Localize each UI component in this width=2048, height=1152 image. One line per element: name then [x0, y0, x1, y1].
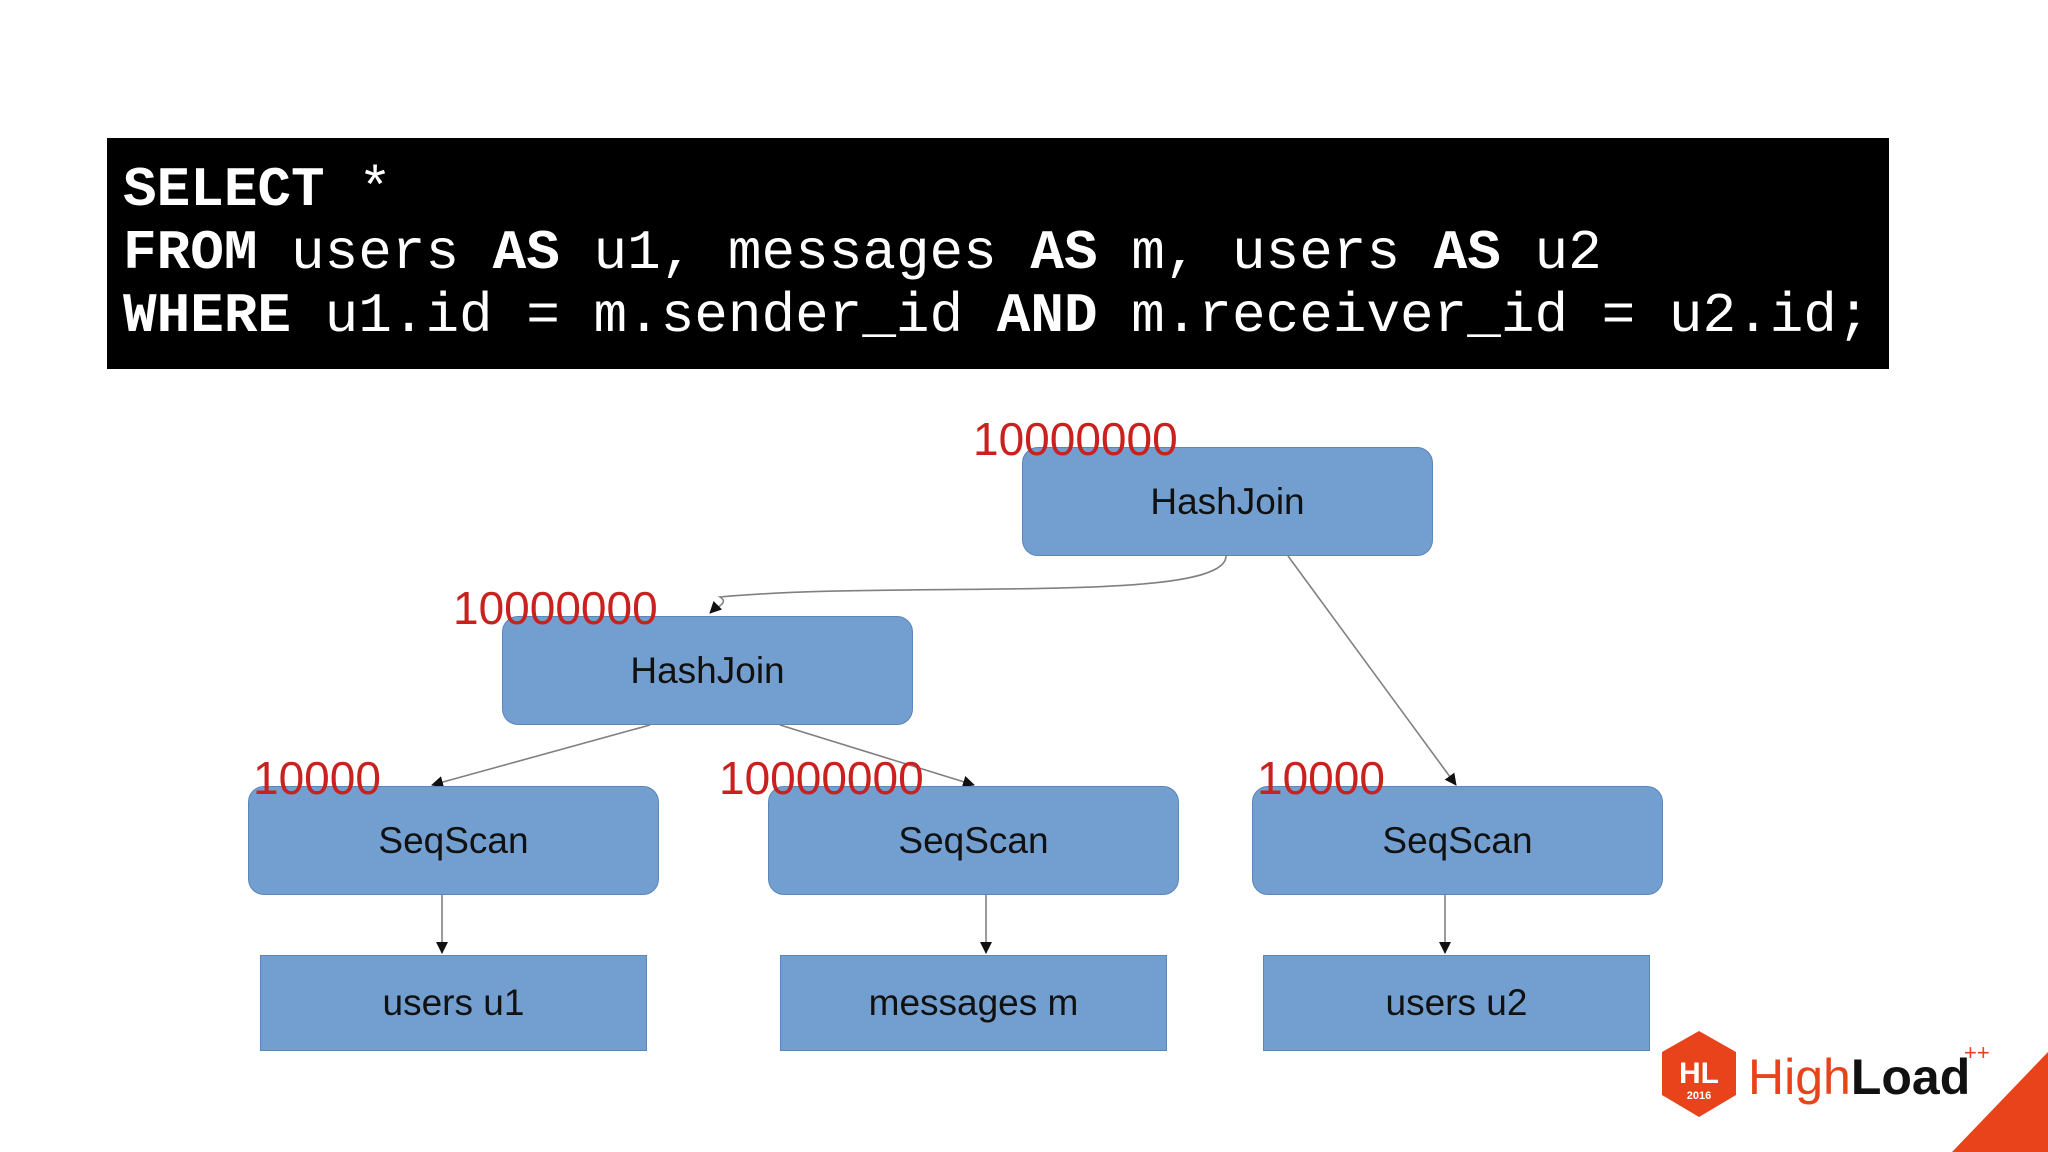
sql-line-2: FROM users AS u1, messages AS m, users A… — [123, 221, 1602, 285]
edge-inner-to-seqscan-u1 — [431, 724, 651, 788]
logo-wordmark: HighLoad — [1748, 1049, 1970, 1105]
seqscan-u1-count: 10000 — [253, 752, 381, 804]
sql-line-3: WHERE u1.id = m.sender_id AND m.receiver… — [123, 284, 1871, 348]
seqscan-m-count: 10000000 — [719, 752, 924, 804]
logo-hexagon-icon — [1662, 1031, 1736, 1117]
sql-code-block: SELECT * FROM users AS u1, messages AS m… — [107, 138, 1889, 369]
table-messages-m: messages m — [780, 955, 1167, 1051]
seqscan-u2-node: SeqScan — [1252, 786, 1663, 895]
logo-badge-text: HL — [1679, 1057, 1719, 1090]
root-hashjoin-node: HashJoin — [1022, 447, 1433, 556]
inner-hashjoin-count: 10000000 — [453, 582, 658, 634]
root-hashjoin-count: 10000000 — [973, 413, 1178, 465]
logo-name-bold: Load — [1851, 1049, 1970, 1105]
corner-accent-triangle — [1952, 1052, 2048, 1152]
table-users-u2: users u2 — [1263, 955, 1650, 1051]
logo-badge-year: 2016 — [1687, 1090, 1711, 1102]
edge-root-to-seqscan-u2 — [1287, 555, 1457, 786]
edge-root-to-inner-hashjoin — [709, 555, 1227, 614]
table-users-u1: users u1 — [260, 955, 647, 1051]
seqscan-u2-count: 10000 — [1257, 752, 1385, 804]
inner-hashjoin-node: HashJoin — [502, 616, 913, 725]
edge-inner-to-seqscan-m — [779, 724, 975, 788]
logo-name-light: High — [1748, 1049, 1851, 1105]
seqscan-m-node: SeqScan — [768, 786, 1179, 895]
sql-line-1: SELECT * — [123, 158, 392, 222]
seqscan-u1-node: SeqScan — [248, 786, 659, 895]
